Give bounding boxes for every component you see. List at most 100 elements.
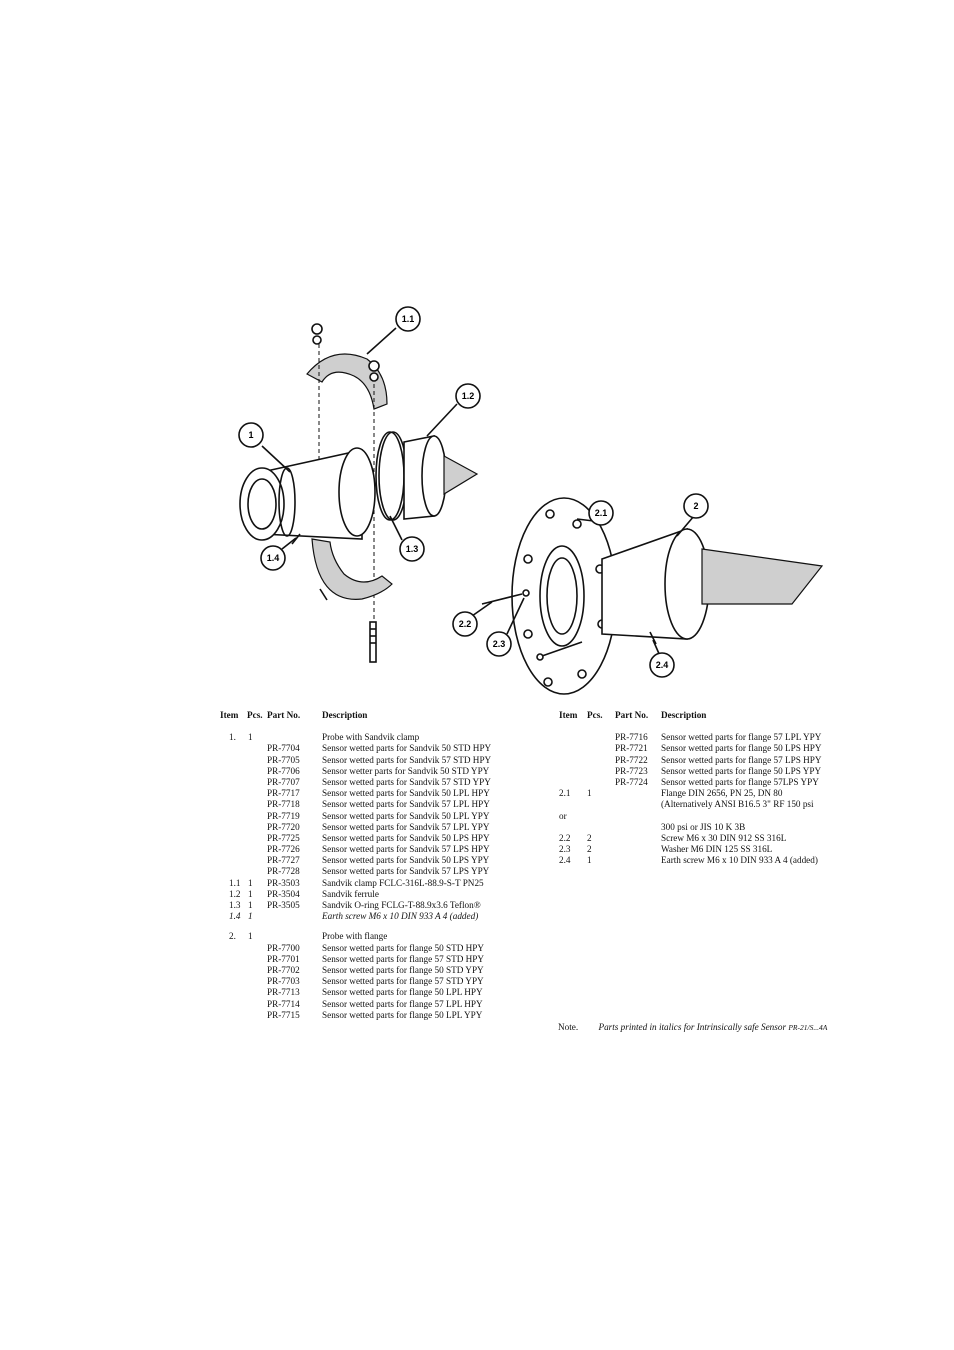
cell-description: Sensor wetted parts for flange 57 STD YP…	[322, 976, 484, 987]
cell-part-no: PR-7718	[267, 799, 300, 810]
cell-description: Sensor wetted parts for Sandvik 50 LPS Y…	[322, 855, 490, 866]
row-spacer	[220, 922, 540, 931]
cell-part-no: PR-7725	[267, 832, 300, 843]
cell-item: or	[559, 810, 567, 821]
table-row: PR-7725 Sensor wetted parts for Sandvik 5…	[220, 833, 540, 844]
cell-item: 2.3	[559, 844, 571, 855]
callout-2-4: 2.4	[649, 639, 675, 678]
cell-description: Sandvik clamp FCLC-316L-88.9-S-T PN25	[322, 877, 484, 888]
header-part-no: Part No.	[267, 710, 301, 720]
footnote: Note. Parts printed in italics for Intri…	[558, 1022, 827, 1032]
cell-pcs: 2	[587, 844, 592, 855]
lower-clamp-half	[311, 538, 393, 600]
note-reference: PR-21/S...4A	[788, 1023, 828, 1032]
cell-part-no: PR-7715	[267, 1009, 300, 1020]
cell-pcs: 1	[248, 877, 253, 888]
cell-description: Sensor wetted parts for flange 57 STD HP…	[322, 953, 485, 964]
cell-description: Sensor wetted parts for Sandvik 57 STD Y…	[322, 776, 491, 787]
cell-description: Sensor wetted parts for Sandvik 57 LPS Y…	[322, 866, 490, 877]
cell-part-no: PR-7707	[267, 776, 300, 787]
table-header: Item Pcs. Part No. Description	[220, 710, 540, 721]
table-row: PR-7715 Sensor wetted parts for flange 50…	[220, 1010, 540, 1021]
probe-with-flange-assembly	[481, 497, 824, 695]
probe-with-sandvik-clamp-assembly	[239, 323, 479, 663]
cell-part-no: PR-7717	[267, 788, 300, 799]
callout-label: 1	[248, 430, 253, 440]
cell-description: Probe with flange	[322, 931, 388, 942]
header-description: Description	[661, 710, 707, 720]
sensor-tip	[443, 454, 479, 496]
header-part-no: Part No.	[615, 710, 649, 720]
cell-part-no: PR-7720	[267, 821, 300, 832]
cell-description: (Alternatively ANSI B16.5 3" RF 150 psi	[661, 799, 814, 810]
table-header: Item Pcs. Part No. Description	[558, 710, 858, 721]
cell-pcs: 1	[248, 911, 253, 922]
cell-description: Sensor wetted parts for Sandvik 57 LPL Y…	[322, 821, 490, 832]
cell-pcs: 1	[587, 855, 592, 866]
cell-pcs: 1	[248, 900, 253, 910]
cell-description: Sensor wetted parts for Sandvik 50 STD H…	[322, 743, 492, 754]
callout-2-3: 2.3	[486, 597, 525, 657]
cell-description: Washer M6 DIN 125 SS 316L	[661, 844, 773, 855]
exploded-view-drawing: 1 1.1 1.2 1.3 1.4 2 2.1 2.2 2.3	[238, 306, 824, 695]
table-row: PR-7707 Sensor wetted parts for Sandvik 5…	[220, 777, 540, 788]
cell-description: Sensor wetted parts for flange 57 LPL HP…	[322, 998, 483, 1009]
cell-description: Sensor wetted parts for Sandvik 50 LPS H…	[322, 832, 490, 843]
cell-description: Sensor wetted parts for Sandvik 50 LPL H…	[322, 788, 490, 799]
callout-1-2: 1.2	[426, 383, 481, 437]
callout-1-4: 1.4	[260, 537, 297, 571]
cell-description: Sensor wetted parts for flange 50 LPS YP…	[661, 765, 822, 776]
cell-part-no: PR-7721	[615, 743, 648, 754]
callout-label: 2.1	[595, 508, 608, 518]
cell-description: Sensor wetted parts for flange 50 LPL YP…	[322, 1009, 483, 1020]
cell-part-no: PR-7726	[267, 844, 300, 855]
table-row: 300 psi or JIS 10 K 3B	[558, 822, 858, 833]
cell-description: Screw M6 x 30 DIN 912 SS 316L	[661, 832, 787, 843]
cell-item: 2.1	[559, 788, 571, 799]
cell-part-no: PR-3505	[267, 900, 300, 910]
callout-2-2: 2.2	[452, 601, 493, 637]
callout-1-1: 1.1	[366, 306, 421, 355]
callout-label: 1.4	[267, 553, 280, 563]
callout-1-3: 1.3	[389, 515, 425, 562]
cell-description: Sensor wetted parts for Sandvik 57 STD H…	[322, 754, 492, 765]
callout-label: 1.3	[406, 544, 419, 554]
cell-item: 1.3	[229, 900, 241, 910]
table-row: PR-7700 Sensor wetted parts for flange 50…	[220, 943, 540, 954]
cell-part-no: PR-7719	[267, 810, 300, 821]
table-row: PR-7720 Sensor wetted parts for Sandvik 5…	[220, 822, 540, 833]
cell-part-no: PR-7728	[267, 866, 300, 877]
cell-part-no: PR-7727	[267, 855, 300, 866]
table-row: PR-7717 Sensor wetted parts for Sandvik 5…	[220, 788, 540, 799]
callout-label: 1.1	[402, 314, 415, 324]
table-row: or	[558, 811, 858, 822]
callout-label: 2.2	[459, 619, 472, 629]
table-row: PR-7728 Sensor wetted parts for Sandvik 5…	[220, 866, 540, 877]
cell-part-no: PR-7714	[267, 998, 300, 1009]
clamp-bolt	[369, 621, 377, 663]
cell-description: Sensor wetted parts for flange 57 LPL YP…	[661, 732, 822, 743]
cell-description: Sensor wetted parts for flange 50 STD HP…	[322, 942, 485, 953]
note-label: Note.	[558, 1022, 579, 1032]
cell-pcs: 2	[587, 832, 592, 843]
table-row: PR-7714 Sensor wetted parts for flange 57…	[220, 999, 540, 1010]
cell-part-no: PR-7700	[267, 942, 300, 953]
